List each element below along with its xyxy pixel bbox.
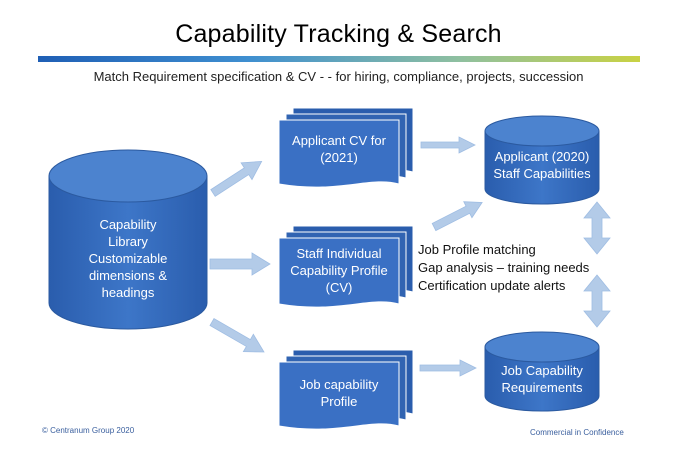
applicant-capabilities-cylinder [484, 115, 600, 205]
arrow-library-to-job-profile [209, 317, 265, 353]
applicant-capabilities-label-line: Staff Capabilities [493, 166, 591, 181]
function-item: Job Profile matching [418, 242, 536, 257]
applicant-cv-documents [278, 107, 414, 188]
arrow-staff-to-capabilities [431, 201, 483, 232]
job-requirements-cylinder [484, 331, 600, 412]
job-profile-label-line: Profile [320, 394, 358, 409]
page-subtitle: Match Requirement specification & CV - -… [93, 69, 584, 84]
double-arrow-matching-requirements [583, 274, 611, 328]
library-label-line: Library [108, 233, 148, 249]
staff-profile-label-line: Staff Individual [296, 245, 382, 261]
job-requirements-label: Job Capability Requirements [485, 356, 599, 402]
arrow-cv-to-capabilities [420, 136, 476, 154]
applicant-capabilities-label-line: Applicant (2020) [494, 149, 590, 164]
library-label-line: Capability [99, 216, 157, 232]
staff-profile-label-line: Capability Profile [290, 262, 388, 278]
job-profile-documents [278, 349, 414, 430]
job-requirements-label-line: Job Capability [501, 363, 583, 378]
library-label-line: dimensions & [88, 267, 168, 283]
job-profile-label-line: Job capability [299, 377, 379, 392]
title-underline-gradient [38, 56, 640, 62]
library-label-line: headings [101, 284, 155, 300]
applicant-cv-label-line: Applicant CV for [292, 133, 386, 148]
staff-profile-label-line: (CV) [325, 279, 353, 295]
confidentiality-footer: Commercial in Confidence [530, 428, 624, 437]
applicant-cv-label: Applicant CV for (2021) [279, 124, 399, 174]
function-item: Certification update alerts [418, 278, 566, 293]
library-label-line: Customizable [88, 250, 168, 266]
job-requirements-label-line: Requirements [501, 380, 583, 395]
arrow-job-profile-to-requirements [419, 359, 477, 377]
function-item: Gap analysis – training needs [418, 260, 590, 275]
arrow-library-to-staff [209, 252, 271, 276]
job-profile-label: Job capability Profile [279, 368, 399, 418]
copyright-footer: © Centranum Group 2020 [42, 426, 135, 435]
applicant-cv-label-line: (2021) [320, 150, 358, 165]
function-list: Job Profile matching Gap analysis – trai… [418, 241, 589, 295]
page-title: Capability Tracking & Search [175, 20, 502, 48]
double-arrow-capabilities-matching [583, 201, 611, 255]
library-label: Capability Library Customizable dimensio… [53, 212, 203, 304]
applicant-capabilities-label: Applicant (2020) Staff Capabilities [485, 142, 599, 188]
staff-profile-documents [278, 225, 414, 308]
capability-library-cylinder [48, 149, 208, 330]
staff-profile-label: Staff Individual Capability Profile (CV) [279, 242, 399, 298]
arrow-library-to-cv [210, 160, 263, 197]
